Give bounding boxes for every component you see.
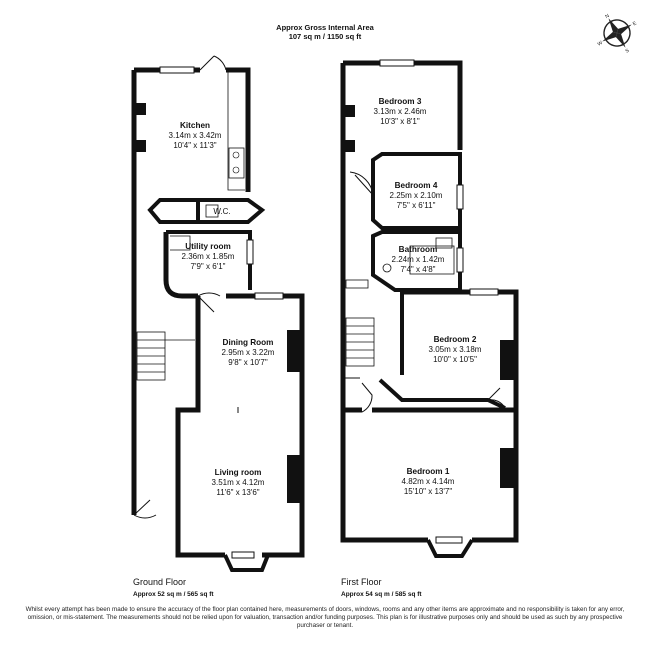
first-floor-area: Approx 54 sq m / 585 sq ft [341, 591, 422, 598]
bed2-imperial: 10'0" x 10'5" [433, 355, 477, 364]
living-imperial: 11'6" x 13'6" [216, 488, 259, 497]
compass-w: W [597, 40, 604, 48]
living-name: Living room [215, 468, 262, 477]
bed2-name: Bedroom 2 [434, 335, 477, 344]
bed3-imperial: 10'3" x 8'1" [380, 117, 420, 126]
compass-icon: N S E W [597, 13, 639, 55]
utility-metric: 2.36m x 1.85m [182, 252, 235, 261]
first-floor-plan [340, 59, 519, 558]
bed2-metric: 3.05m x 3.18m [429, 345, 482, 354]
bed4-name: Bedroom 4 [395, 181, 438, 190]
bath-metric: 2.24m x 1.42m [392, 255, 445, 264]
living-metric: 3.51m x 4.12m [212, 478, 265, 487]
kitchen-name: Kitchen [180, 121, 210, 130]
bed4-imperial: 7'5" x 6'11" [397, 201, 436, 210]
disclaimer-text: Whilst every attempt has been made to en… [25, 606, 625, 629]
utility-imperial: 7'9" x 6'1" [191, 262, 226, 271]
bed1-imperial: 15'10" x 13'7" [404, 487, 452, 496]
ground-floor-area: Approx 52 sq m / 565 sq ft [133, 591, 214, 598]
wc-name: W.C. [213, 207, 230, 216]
bed3-metric: 3.13m x 2.46m [374, 107, 427, 116]
ground-floor-plan [131, 55, 305, 572]
bath-imperial: 7'4" x 4'8" [401, 265, 436, 274]
gross-area-value: 107 sq m / 1150 sq ft [288, 32, 362, 41]
compass-n: N [604, 13, 610, 20]
ground-floor-labels: Kitchen 3.14m x 3.42m 10'4" x 11'3" W.C.… [169, 121, 275, 497]
bed4-metric: 2.25m x 2.10m [390, 191, 443, 200]
compass-s: S [625, 47, 631, 54]
first-floor-labels: Bedroom 3 3.13m x 2.46m 10'3" x 8'1" Bed… [374, 97, 482, 496]
bed1-name: Bedroom 1 [407, 467, 450, 476]
bed3-name: Bedroom 3 [379, 97, 422, 106]
dining-name: Dining Room [223, 338, 274, 347]
utility-name: Utility room [185, 242, 231, 251]
gross-area-header: Approx Gross Internal Area 107 sq m / 11… [0, 23, 650, 41]
gross-area-title: Approx Gross Internal Area [276, 23, 374, 32]
compass-e: E [632, 20, 638, 27]
kitchen-metric: 3.14m x 3.42m [169, 131, 222, 140]
dining-imperial: 9'8" x 10'7" [228, 358, 268, 367]
bed1-metric: 4.82m x 4.14m [402, 477, 455, 486]
bath-name: Bathroom [399, 245, 438, 254]
kitchen-imperial: 10'4" x 11'3" [173, 141, 216, 150]
first-floor-label: First Floor [341, 577, 382, 587]
ground-floor-label: Ground Floor [133, 577, 187, 587]
dining-metric: 2.95m x 3.22m [222, 348, 275, 357]
